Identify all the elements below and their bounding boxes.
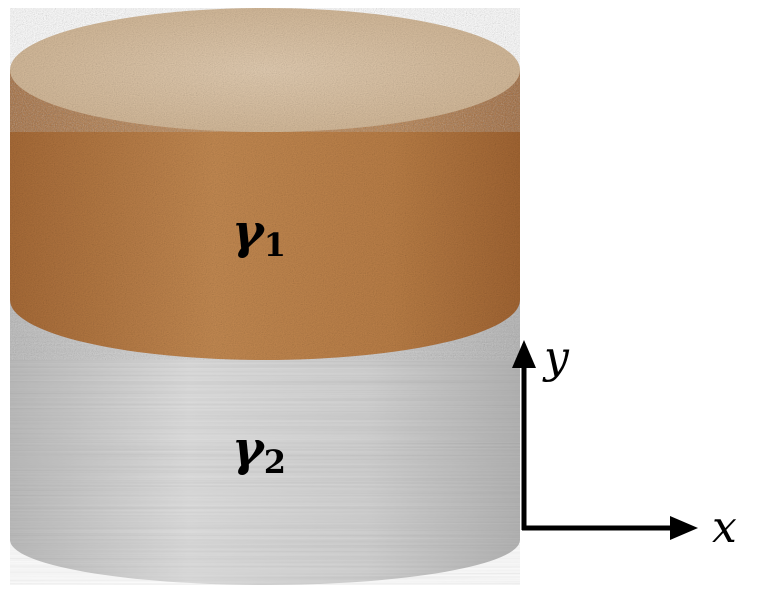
- lower-layer-symbol: γ: [232, 421, 266, 477]
- upper-layer-top-face: [10, 8, 520, 132]
- lower-layer-label: γ2: [232, 421, 286, 481]
- upper-layer-side: [10, 70, 520, 360]
- upper-layer-subscript: 1: [264, 226, 286, 264]
- upper-layer-label: γ1: [232, 204, 286, 264]
- coordinate-axes: y x: [512, 332, 737, 553]
- x-axis-label: x: [712, 502, 737, 553]
- lower-layer-subscript: 2: [264, 443, 286, 481]
- lower-layer-metal: [10, 300, 520, 585]
- upper-layer-symbol: γ: [232, 204, 266, 260]
- upper-layer-sand: [10, 8, 520, 360]
- y-axis-arrowhead: [512, 340, 536, 368]
- x-axis-arrowhead: [670, 516, 698, 540]
- lower-layer-side: [10, 300, 520, 585]
- y-axis-label: y: [542, 332, 570, 383]
